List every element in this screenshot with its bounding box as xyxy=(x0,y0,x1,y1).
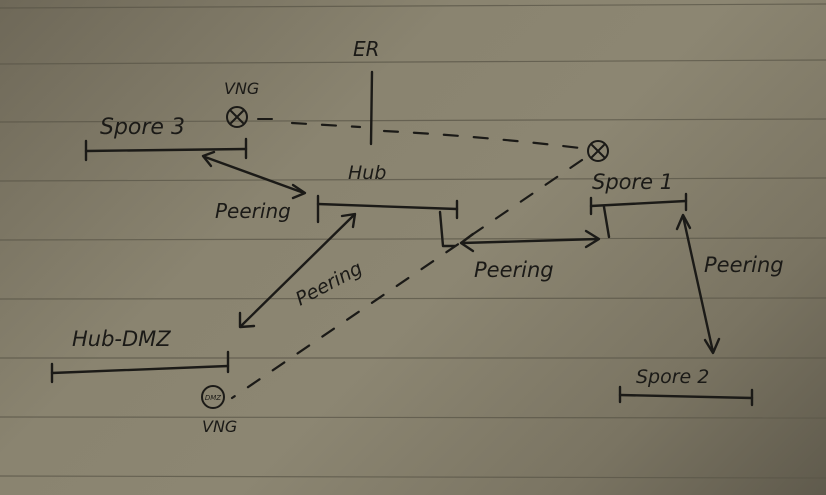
peering-hub-dmz-arrow xyxy=(238,212,357,329)
vng-dmz-gateway-icon: DMZ xyxy=(201,385,225,409)
hub-label: Hub xyxy=(348,162,386,184)
vng-spoke1-gateway-icon xyxy=(587,140,609,162)
spoke3-segment xyxy=(84,137,248,162)
peering-hub-spoke1-label: Peering xyxy=(474,258,554,282)
hub-dmz-segment xyxy=(50,350,230,384)
spoke1-to-dmz-dashed-link xyxy=(230,158,584,400)
peering-spoke1-spoke2-arrow xyxy=(675,213,721,355)
ruled-lines xyxy=(0,3,826,479)
er-label: ER xyxy=(353,37,380,61)
spoke2-segment xyxy=(618,385,754,407)
vng-bottom-label: VNG xyxy=(202,417,237,436)
vng-top-er-dashed-link xyxy=(290,121,362,129)
vng-top-gateway-icon xyxy=(226,106,248,128)
spoke2-label: Spore 2 xyxy=(636,366,709,388)
er-to-spoke1-dashed-link xyxy=(382,129,582,150)
er-line xyxy=(369,70,374,146)
spoke3-label: Spore 3 xyxy=(100,115,185,140)
hub-dmz-label: Hub-DMZ xyxy=(72,327,171,351)
peering-hub-spoke3-arrow xyxy=(201,150,307,200)
peering-hub-spoke1-arrow xyxy=(459,229,601,253)
vng-dmz-symbol: DMZ xyxy=(205,394,221,402)
spoke1-label: Spore 1 xyxy=(592,170,673,194)
peering-spoke1-spoke2-label: Peering xyxy=(704,253,784,277)
vng-top-label: VNG xyxy=(224,79,259,98)
hub-segment xyxy=(316,194,459,248)
spoke1-segment xyxy=(589,192,688,239)
peering-hub-spoke3-label: Peering xyxy=(215,199,291,223)
